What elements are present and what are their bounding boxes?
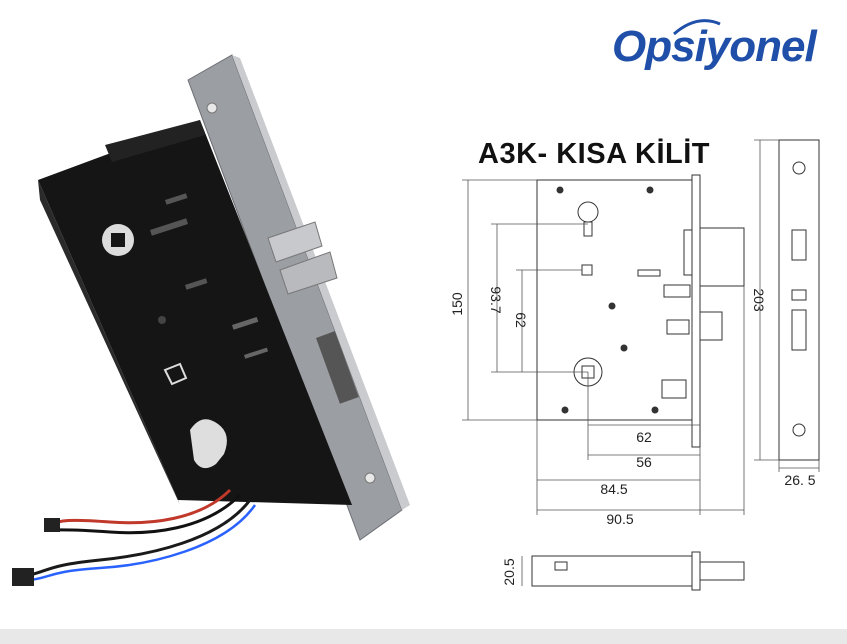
- dim-height-total: 150: [449, 292, 465, 316]
- dim-height-mid: 93.7: [488, 286, 504, 313]
- footer-bar: [0, 629, 847, 644]
- dim-faceplate-width: 26. 5: [784, 472, 815, 488]
- dim-faceplate-height: 203: [751, 288, 767, 312]
- technical-drawing: 150 93.7 62 203 62 56 84.5 90.5 26. 5 20…: [449, 139, 820, 591]
- dim-side-thickness: 20.5: [501, 558, 517, 585]
- product-title: A3K- KISA KİLİT: [478, 138, 710, 170]
- dim-width-56: 56: [636, 454, 652, 470]
- lock-product-photo: [12, 54, 410, 586]
- brand-name: Opsiyonel: [612, 22, 817, 71]
- dim-height-small: 62: [513, 312, 529, 328]
- dim-width-90-5: 90.5: [606, 511, 633, 527]
- logo-swoosh-icon: [673, 19, 721, 36]
- brand-logo: Opsiyonel: [612, 19, 837, 92]
- dim-width-84-5: 84.5: [600, 481, 627, 497]
- dim-width-62: 62: [636, 429, 652, 445]
